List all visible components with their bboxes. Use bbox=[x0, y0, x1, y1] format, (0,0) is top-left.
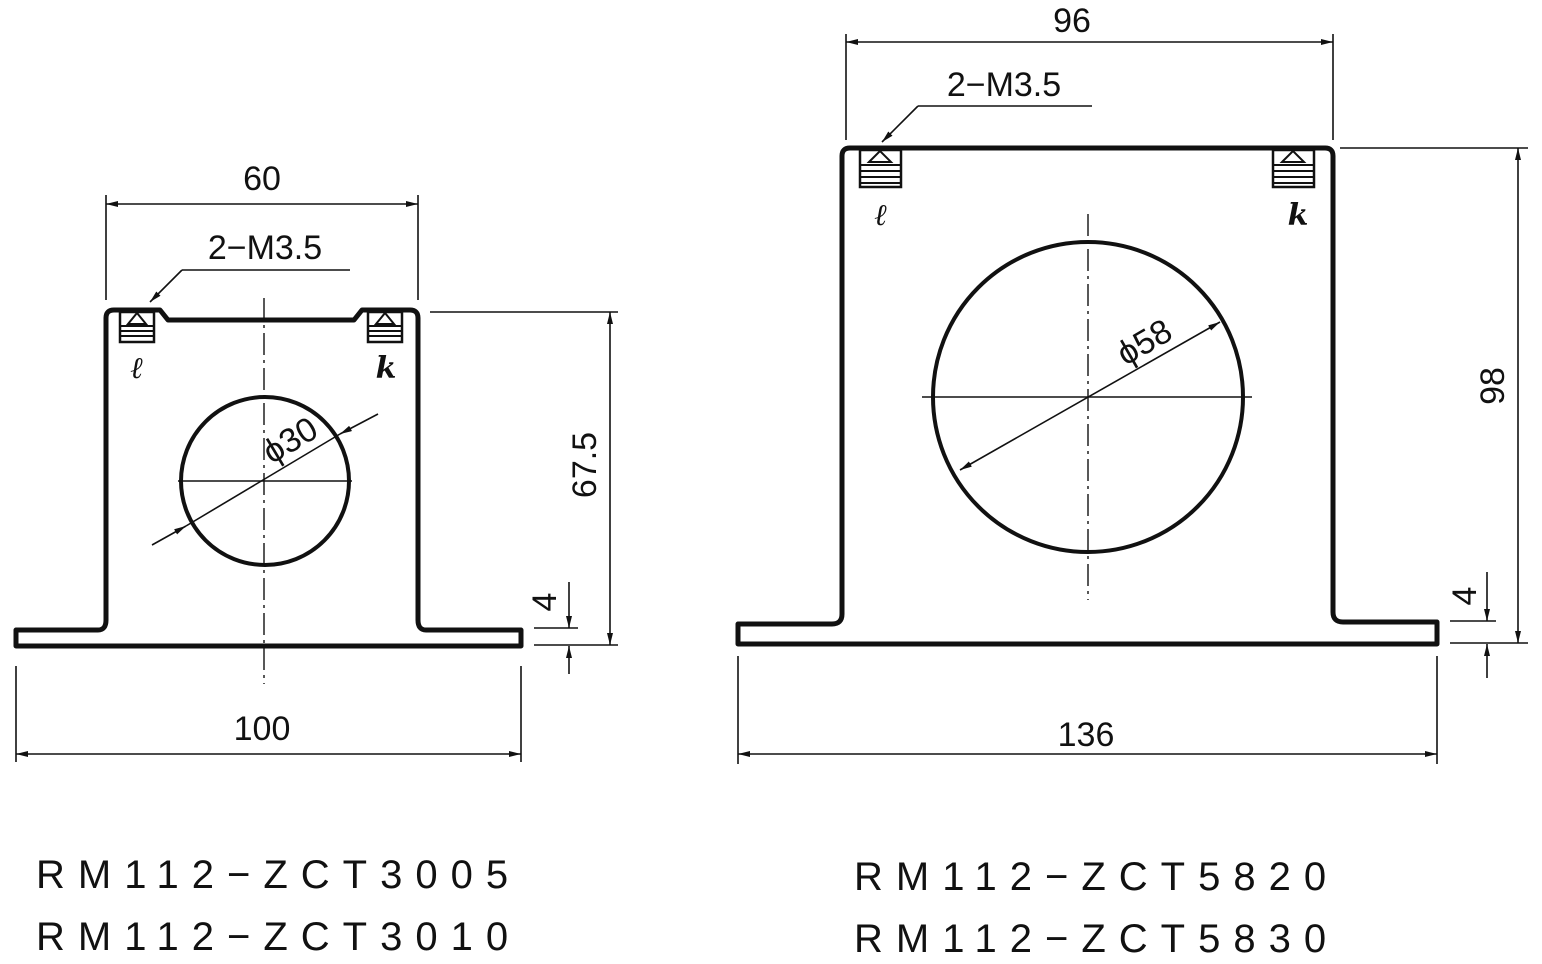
left-terminal-k-label: k bbox=[376, 351, 397, 386]
left-drawing: ℓ k ϕ30 60 2−M3.5 100 67.5 4 bbox=[13, 160, 618, 762]
left-height-label: 67.5 bbox=[566, 432, 604, 498]
right-terminal-l bbox=[858, 148, 903, 189]
left-model-2: RM112−ZCT3010 bbox=[36, 915, 521, 959]
right-screw-callout: 2−M3.5 bbox=[947, 66, 1061, 104]
right-height-label: 98 bbox=[1474, 367, 1512, 405]
right-drawing: ℓ k ϕ58 96 2−M3.5 136 98 4 bbox=[735, 2, 1528, 764]
left-terminal-l-label: ℓ bbox=[131, 351, 144, 386]
left-body-outline bbox=[13, 307, 524, 649]
left-bottom-width-label: 100 bbox=[234, 710, 291, 748]
right-top-width-label: 96 bbox=[1053, 2, 1091, 40]
right-hole-diameter-label: ϕ58 bbox=[1110, 312, 1178, 373]
right-terminal-l-label: ℓ bbox=[875, 198, 888, 233]
right-model-2: RM112−ZCT5830 bbox=[854, 917, 1339, 961]
left-screw-callout: 2−M3.5 bbox=[208, 229, 322, 267]
right-base-thickness-label: 4 bbox=[1446, 587, 1484, 606]
left-terminal-l bbox=[118, 310, 156, 344]
right-terminal-k-label: k bbox=[1288, 198, 1309, 233]
right-model-1: RM112−ZCT5820 bbox=[854, 855, 1339, 899]
right-terminal-k bbox=[1271, 148, 1316, 189]
left-base-thickness-label: 4 bbox=[526, 593, 564, 612]
left-top-width-label: 60 bbox=[243, 160, 281, 198]
right-body-outline bbox=[735, 145, 1440, 647]
left-model-1: RM112−ZCT3005 bbox=[36, 853, 521, 897]
left-terminal-k bbox=[366, 310, 404, 344]
left-hole-diameter-label: ϕ30 bbox=[256, 410, 324, 472]
right-bottom-width-label: 136 bbox=[1058, 716, 1115, 754]
right-hole-diameter-line bbox=[959, 321, 1221, 471]
